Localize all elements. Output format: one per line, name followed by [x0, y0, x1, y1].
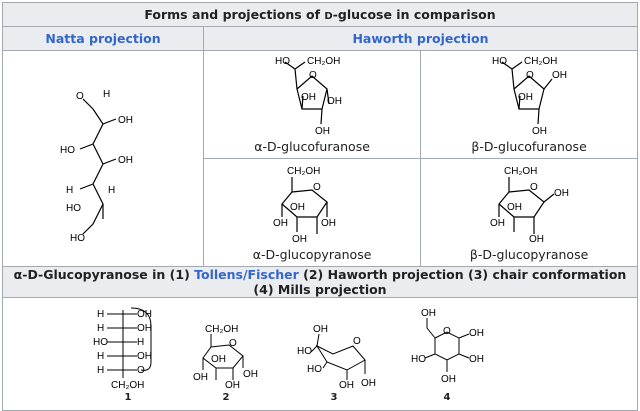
- tollens-fischer-link[interactable]: Tollens/Fischer: [194, 267, 299, 282]
- svg-text:CH₂OH: CH₂OH: [287, 166, 320, 177]
- svg-text:OH: OH: [313, 324, 328, 335]
- svg-text:O: O: [229, 338, 237, 349]
- svg-text:HO: HO: [70, 233, 85, 244]
- svg-text:H: H: [103, 89, 110, 100]
- mills-figure: OH O OH OH HO OH 4: [407, 306, 487, 403]
- svg-text:OH: OH: [273, 218, 288, 229]
- svg-text:OH: OH: [118, 155, 133, 166]
- beta-glucofuranose-image: HO CH₂OH O OH OH OH: [492, 56, 567, 137]
- alpha-glucofuranose-image: HO CH₂OH O OH OH OH: [275, 56, 342, 137]
- svg-text:HO: HO: [93, 337, 108, 348]
- svg-text:H: H: [97, 323, 104, 334]
- figure-number-2: 2: [222, 391, 230, 403]
- svg-text:OH: OH: [321, 218, 336, 229]
- svg-text:CH₂OH: CH₂OH: [524, 56, 557, 67]
- svg-text:OH: OH: [292, 234, 307, 245]
- section-header: α-D-Glucopyranose in (1) Tollens/Fischer…: [2, 266, 638, 298]
- svg-text:OH: OH: [361, 378, 376, 389]
- svg-text:OH: OH: [339, 380, 354, 391]
- svg-text:OH: OH: [315, 126, 330, 137]
- svg-text:OH: OH: [552, 70, 567, 81]
- svg-text:HO: HO: [60, 145, 75, 156]
- beta-glucofuranose-cell: HO CH₂OH O OH OH OH β-D-glucofuranose: [420, 50, 638, 159]
- svg-text:CH₂OH: CH₂OH: [307, 56, 340, 67]
- svg-text:H: H: [97, 365, 104, 376]
- svg-text:CH₂OH: CH₂OH: [205, 324, 238, 335]
- header-natta: Natta projection: [2, 26, 204, 51]
- svg-text:O: O: [353, 336, 361, 347]
- svg-text:O: O: [530, 182, 538, 193]
- figure-number-3: 3: [330, 391, 338, 403]
- svg-text:OH: OH: [290, 202, 305, 213]
- svg-text:OH: OH: [469, 354, 484, 365]
- header-haworth: Haworth projection: [203, 26, 638, 51]
- svg-text:OH: OH: [518, 92, 533, 103]
- svg-text:HO: HO: [492, 56, 507, 67]
- svg-text:HO: HO: [307, 364, 322, 375]
- svg-text:OH: OH: [225, 380, 240, 391]
- svg-text:HO: HO: [275, 56, 290, 67]
- svg-text:OH: OH: [211, 354, 226, 365]
- svg-text:OH: OH: [532, 126, 547, 137]
- svg-text:O: O: [309, 70, 317, 81]
- svg-text:O: O: [526, 70, 534, 81]
- svg-text:H: H: [97, 309, 104, 320]
- figure-number-1: 1: [124, 391, 132, 403]
- svg-text:OH: OH: [327, 96, 342, 107]
- svg-text:H: H: [97, 351, 104, 362]
- svg-text:O: O: [76, 91, 84, 102]
- svg-text:OH: OH: [469, 328, 484, 339]
- svg-text:CH₂OH: CH₂OH: [504, 166, 537, 177]
- svg-text:H: H: [66, 185, 73, 196]
- caption-beta-glucofuranose: β-D-glucofuranose: [471, 139, 587, 154]
- svg-text:OH: OH: [507, 202, 522, 213]
- svg-text:HO: HO: [66, 203, 81, 214]
- svg-text:O: O: [313, 182, 321, 193]
- svg-text:O: O: [443, 326, 451, 337]
- figure-number-4: 4: [443, 391, 451, 403]
- svg-text:OH: OH: [243, 369, 258, 380]
- caption-alpha-glucofuranose: α-D-glucofuranose: [254, 139, 370, 154]
- svg-text:HO: HO: [297, 346, 312, 357]
- svg-text:OH: OH: [529, 234, 544, 245]
- alpha-glucofuranose-cell: HO CH₂OH O OH OH OH α-D-glucofuranose: [202, 50, 422, 159]
- svg-text:OH: OH: [441, 374, 456, 385]
- svg-text:OH: OH: [137, 351, 152, 362]
- svg-text:CH₂OH: CH₂OH: [111, 380, 144, 391]
- caption-beta-glucopyranose: β-D-glucopyranose: [469, 247, 589, 262]
- svg-text:OH: OH: [301, 92, 316, 103]
- svg-text:HO: HO: [411, 354, 426, 365]
- svg-text:OH: OH: [137, 323, 152, 334]
- svg-text:OH: OH: [421, 308, 436, 319]
- svg-text:H: H: [137, 337, 144, 348]
- svg-text:OH: OH: [118, 115, 133, 126]
- svg-text:O: O: [137, 365, 145, 376]
- svg-text:OH: OH: [137, 309, 152, 320]
- caption-alpha-glucopyranose: α-D-glucopyranose: [252, 247, 372, 262]
- svg-text:OH: OH: [490, 218, 505, 229]
- table-title: Forms and projections of D-glucose in co…: [2, 2, 638, 27]
- svg-text:OH: OH: [193, 372, 208, 383]
- svg-text:H: H: [108, 185, 115, 196]
- svg-text:OH: OH: [554, 188, 569, 199]
